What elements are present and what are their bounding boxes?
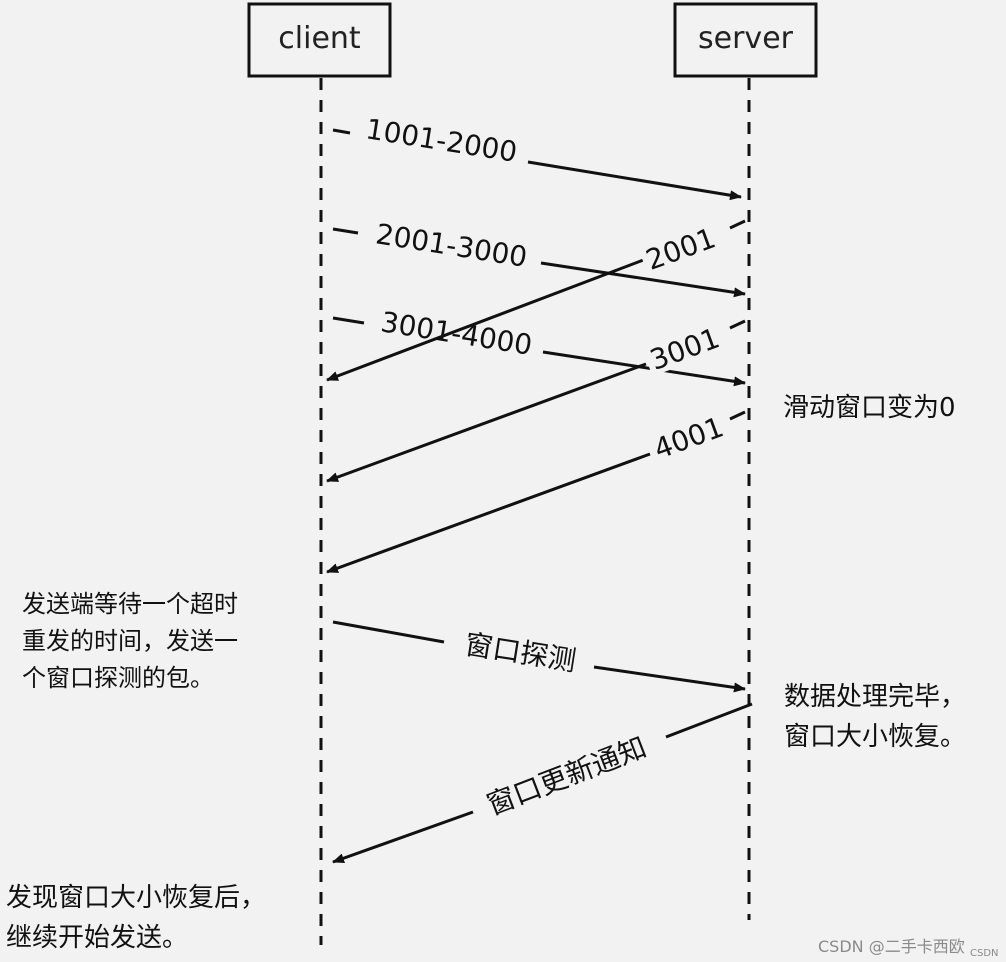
note-line: 发现窗口大小恢复后， [6,883,267,913]
message-label: 4001 [650,410,728,465]
server-actor-label: server [698,21,794,56]
ack-4001: 4001 [326,410,746,574]
note-window-zero: 滑动窗口变为0 [783,388,956,428]
note-line: 继续开始发送。 [6,923,189,953]
note-client-resume: 发现窗口大小恢复后， 继续开始发送。 [6,878,266,958]
message-label: 1001-2000 [364,112,520,168]
message-label: 窗口更新通知 [482,731,651,822]
message-label: 窗口探测 [463,628,579,678]
note-server-recovered: 数据处理完毕， 窗口大小恢复。 [784,677,966,757]
watermark: CSDN @二手卡西欧 [818,937,965,956]
message-label: 2001-3000 [374,217,530,273]
note-client-probe: 发送端等待一个超时 重发的时间，发送一 个窗口探测的包。 [22,586,238,697]
message-label: 3001-4000 [379,305,535,361]
server-actor-box [673,2,818,78]
note-line: 滑动窗口变为0 [783,393,956,423]
client-actor-box [247,2,392,78]
watermark-small: CSDN [970,948,999,959]
message-1001-2000: 1001-2000 [332,112,742,201]
note-line: 窗口大小恢复。 [784,722,967,752]
message-window-update: 窗口更新通知 [332,702,753,864]
note-line: 重发的时间，发送一 [22,627,238,655]
message-label: 3001 [646,321,724,376]
note-line: 数据处理完毕， [784,682,967,712]
note-line: 发送端等待一个超时 [22,590,238,618]
message-label: 2001 [642,221,720,276]
message-window-probe: 窗口探测 [332,620,746,693]
note-line: 个窗口探测的包。 [22,664,214,692]
client-actor-label: client [278,21,361,56]
